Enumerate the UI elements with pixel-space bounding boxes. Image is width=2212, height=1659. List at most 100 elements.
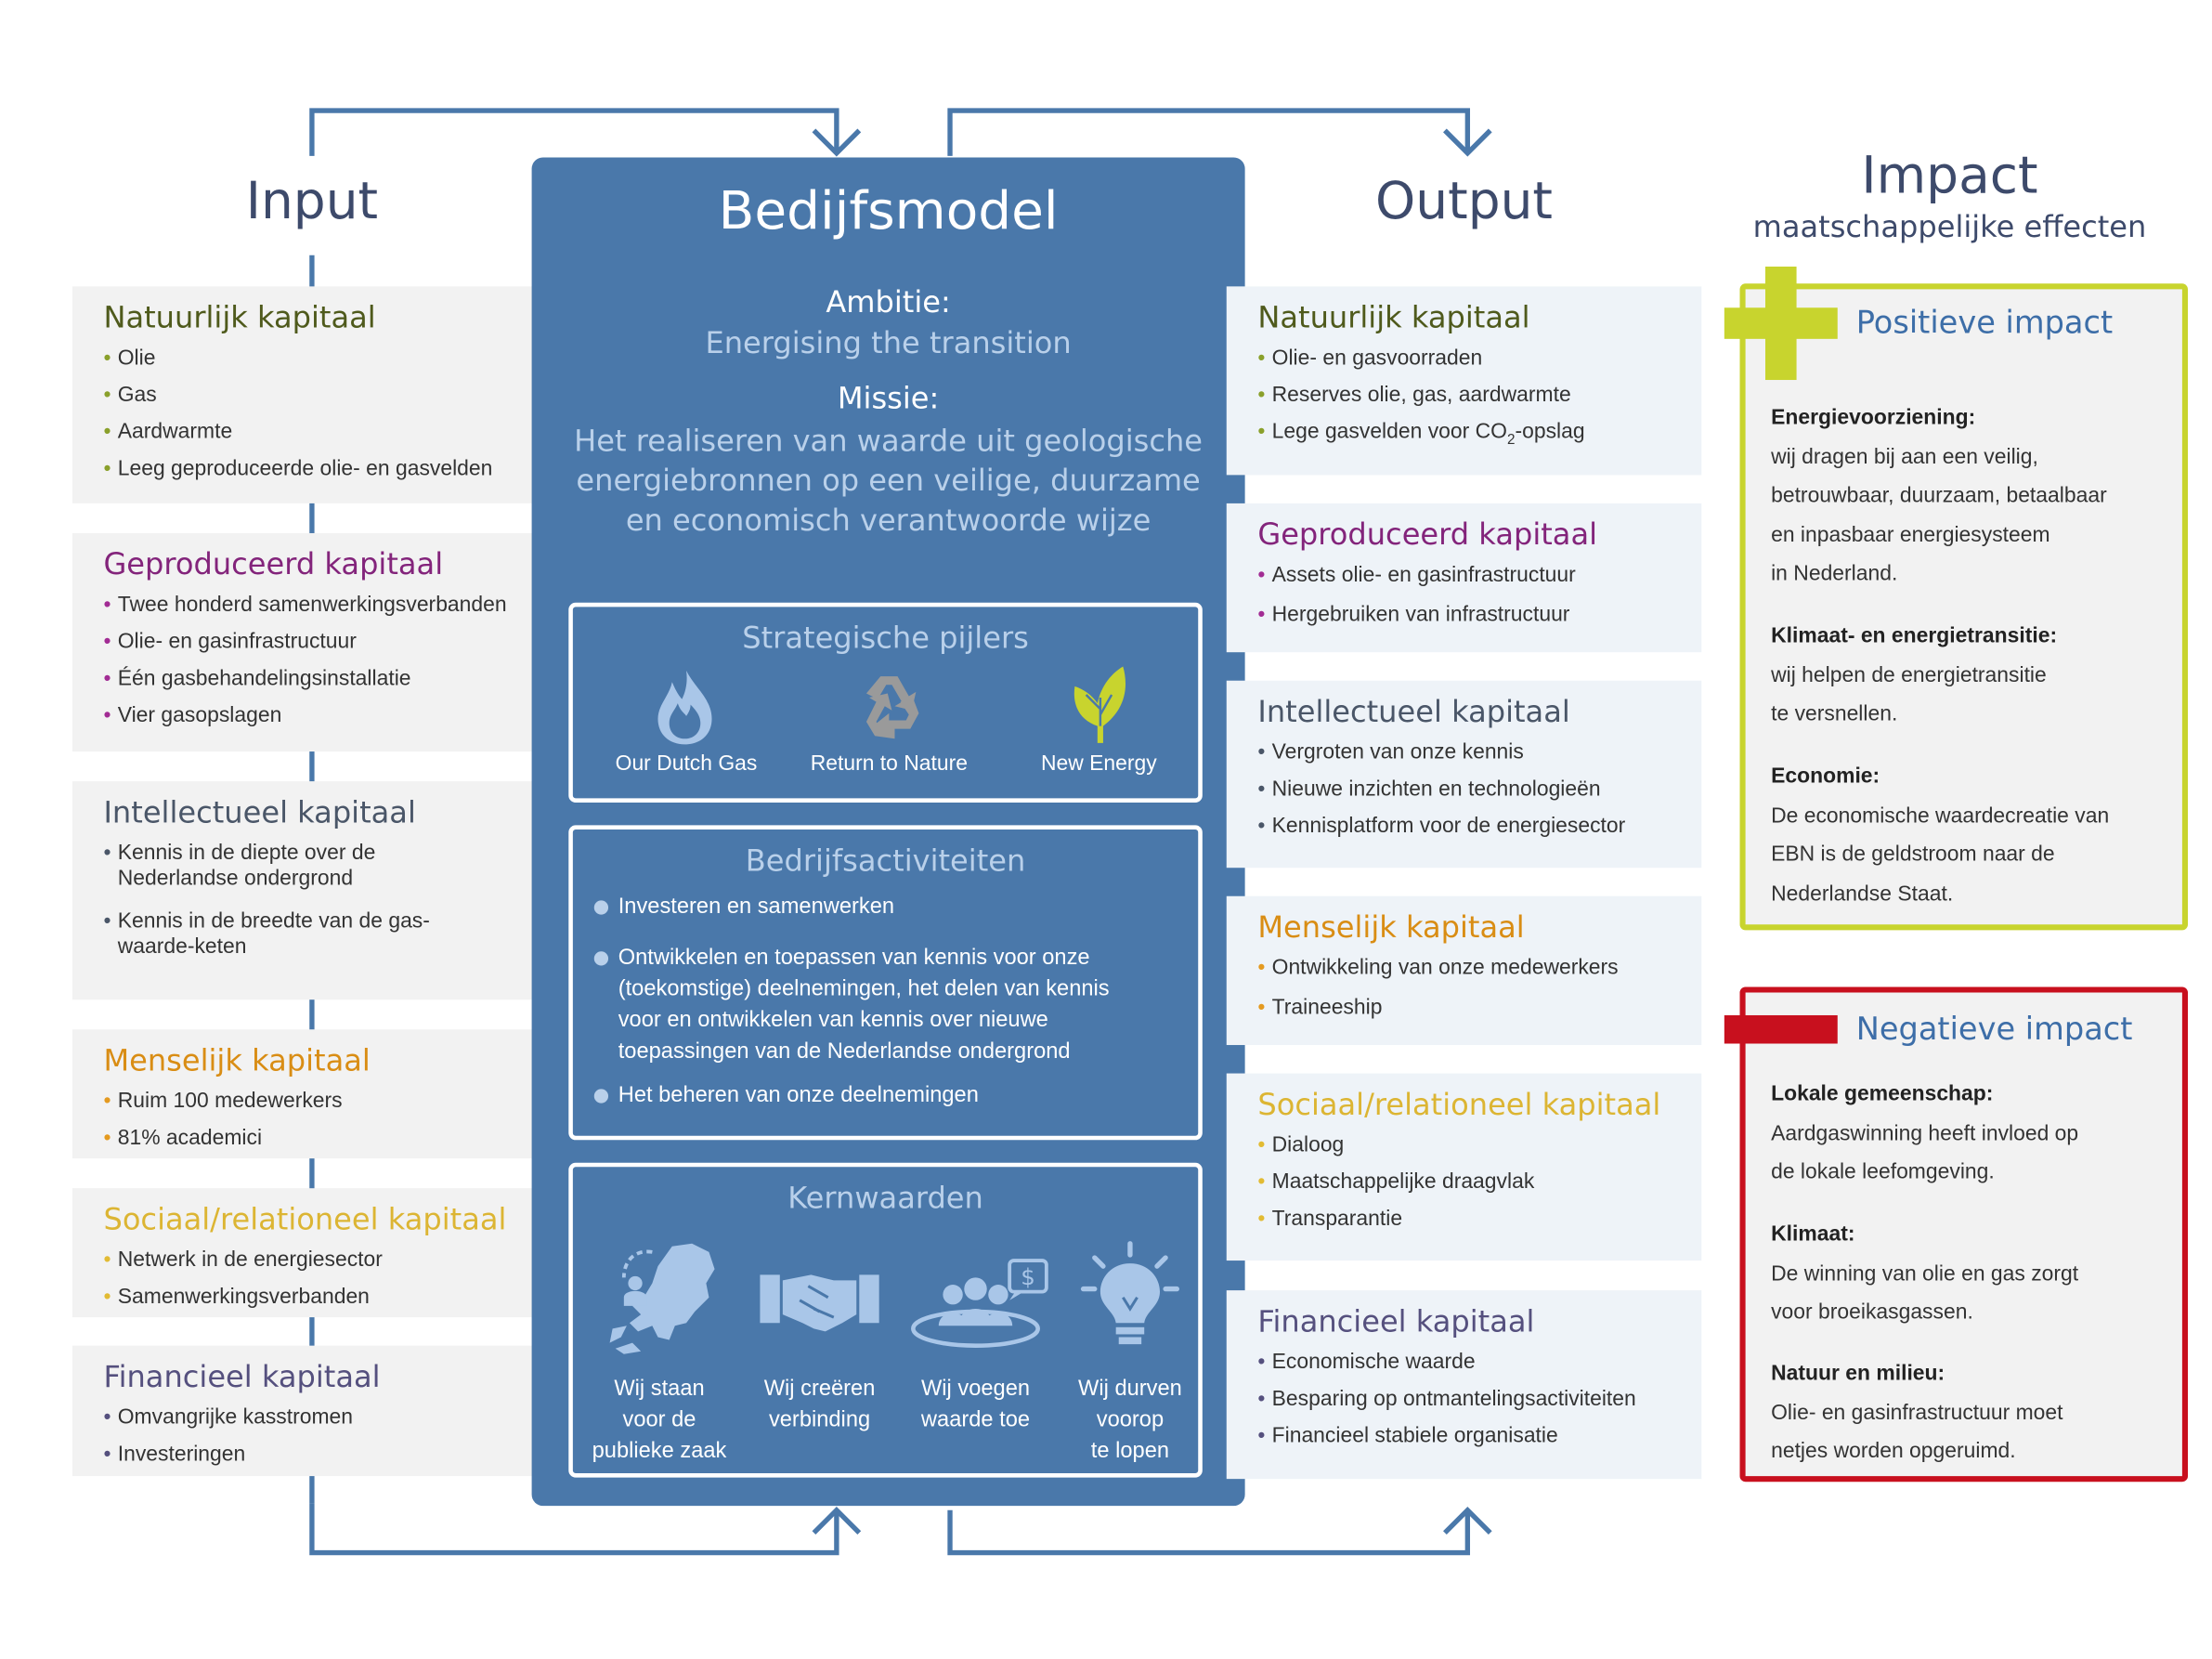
impact-section: Energievoorziening: wij dragen bij aan e… xyxy=(1771,398,2182,594)
impact-section: Economie: De economische waardecreatie v… xyxy=(1771,757,2182,913)
value-label: Wij durven voorop te lopen xyxy=(1052,1374,1208,1468)
output-title: Output xyxy=(1375,173,1554,231)
handshake-icon xyxy=(760,1274,879,1332)
list-item: Traineeship xyxy=(1257,996,1701,1021)
impact-heading: Klimaat- en energietransitie: xyxy=(1771,623,2058,648)
card-title: Geproduceerd kapitaal xyxy=(1257,517,1598,552)
impact-section: Natuur en milieu: Olie- en gasinfrastruc… xyxy=(1771,1354,2182,1471)
list-item: Kennis in de breedte van de gas-waarde-k… xyxy=(103,908,436,960)
card-title: Intellectueel kapitaal xyxy=(103,795,416,830)
value-label: Wij staan voor de publieke zaak xyxy=(573,1374,746,1468)
impact-line: de lokale leefomgeving. xyxy=(1771,1159,1995,1184)
activity-item: Ontwikkelen en toepassen van kennis voor… xyxy=(593,943,1186,1067)
card-title: Sociaal/relationeel kapitaal xyxy=(103,1202,507,1237)
input-menselijk-card: Menselijk kapitaal Ruim 100 medewerkers … xyxy=(72,1029,548,1159)
output-sociaal-card: Sociaal/relationeel kapitaal Dialoog Maa… xyxy=(1226,1073,1702,1261)
impact-heading: Klimaat: xyxy=(1771,1221,1855,1247)
card-title: Financieel kapitaal xyxy=(1257,1304,1535,1339)
missie-line: en economisch verantwoorde wijze xyxy=(625,503,1152,538)
bullet-dot xyxy=(593,900,609,915)
list-item: Maatschappelijke draagvlak xyxy=(1257,1169,1701,1195)
list-item: 81% academici xyxy=(103,1126,547,1151)
minus-icon xyxy=(1724,1014,1838,1044)
card-list: Olie Gas Aardwarmte Leeg geproduceerde o… xyxy=(103,346,547,482)
impact-line: in Nederland. xyxy=(1771,561,1898,586)
pillar-label: Our Dutch Gas xyxy=(615,751,758,776)
value-line: te lopen xyxy=(1090,1439,1170,1464)
bullet-dot xyxy=(593,951,609,966)
arrowhead-down-1 xyxy=(812,128,862,157)
impact-line: netjes worden opgeruimd. xyxy=(1771,1439,2016,1464)
card-title: Financieel kapitaal xyxy=(103,1359,381,1394)
impact-heading: Lokale gemeenschap: xyxy=(1771,1081,1994,1106)
card-list: Ontwikkeling van onze medewerkers Traine… xyxy=(1257,956,1701,1021)
activity-line: voor en ontwikkelen van kennis over nieu… xyxy=(618,1008,1048,1033)
list-item: Aardwarmte xyxy=(103,420,547,445)
pillar-label: Return to Nature xyxy=(810,751,969,776)
list-item: Leeg geproduceerde olie- en gasvelden xyxy=(103,457,547,482)
card-list: Twee honderd samenwerkingsverbanden Olie… xyxy=(103,593,547,729)
input-natuurlijk-card: Natuurlijk kapitaal Olie Gas Aardwarmte … xyxy=(72,286,548,503)
plus-icon xyxy=(1724,266,1838,381)
list-item: Olie xyxy=(103,346,547,371)
missie-line: Het realiseren van waarde uit geologisch… xyxy=(574,424,1204,459)
activity-item: Investeren en samenwerken xyxy=(593,892,1186,923)
impact-subtitle: maatschappelijke effecten xyxy=(1752,209,2147,244)
input-top-connector xyxy=(309,108,839,156)
list-item: Vergroten van onze kennis xyxy=(1257,740,1701,765)
card-list: Dialoog Maatschappelijke draagvlak Trans… xyxy=(1257,1133,1701,1233)
value-line: verbinding xyxy=(768,1407,871,1432)
input-title: Input xyxy=(170,173,454,231)
card-list: Omvangrijke kasstromen Investeringen xyxy=(103,1405,547,1468)
core-values-box: Kernwaarden Wij staan voor de publieke z… xyxy=(568,1162,1203,1478)
card-title: Geproduceerd kapitaal xyxy=(103,547,444,581)
card-title: Natuurlijk kapitaal xyxy=(103,300,376,335)
missie-label: Missie: xyxy=(837,381,940,416)
ambitie-text: Energising the transition xyxy=(705,326,1072,360)
list-item: Besparing op ontmantelingsactiviteiten xyxy=(1257,1387,1701,1412)
activity-line: Investeren en samenwerken xyxy=(618,895,895,920)
value-line: publieke zaak xyxy=(592,1439,727,1464)
impact-section: Klimaat: De winning van olie en gas zorg… xyxy=(1771,1215,2182,1332)
business-model-panel: Bedijfsmodel Ambitie: Energising the tra… xyxy=(531,157,1245,1507)
bullet-dot xyxy=(593,1089,609,1104)
list-item: Investeringen xyxy=(103,1442,547,1467)
negative-impact-box: Negatieve impact Lokale gemeenschap: Aar… xyxy=(1739,986,2189,1483)
strategic-pillars-box: Strategische pijlers Our Dutch Gas Retur… xyxy=(568,602,1203,803)
value-label: Wij creëren verbinding xyxy=(740,1374,899,1436)
list-item: Kennisplatform voor de energiesector xyxy=(1257,814,1701,839)
card-list: Assets olie- en gasinfrastructuur Hergeb… xyxy=(1257,563,1701,628)
impact-line: Nederlandse Staat. xyxy=(1771,881,1954,906)
list-item: Één gasbehandelingsinstallatie xyxy=(103,666,547,691)
impact-title: Impact xyxy=(1861,147,2038,206)
card-list: Olie- en gasvoorraden Reserves olie, gas… xyxy=(1257,346,1701,453)
list-item: Dialoog xyxy=(1257,1133,1701,1158)
co2-text: -opslag xyxy=(1515,419,1585,444)
list-item: Netwerk in de energiesector xyxy=(103,1248,547,1273)
list-item: Olie- en gasvoorraden xyxy=(1257,346,1701,371)
list-item: Twee honderd samenwerkingsverbanden xyxy=(103,593,547,618)
impact-heading: Economie: xyxy=(1771,764,1880,789)
output-natuurlijk-card: Natuurlijk kapitaal Olie- en gasvoorrade… xyxy=(1226,286,1702,476)
business-activities-box: Bedrijfsactiviteiten Investeren en samen… xyxy=(568,825,1203,1141)
card-title: Intellectueel kapitaal xyxy=(1257,694,1570,729)
recycle-icon xyxy=(865,676,919,739)
activity-line: Ontwikkelen en toepassen van kennis voor… xyxy=(618,946,1090,971)
value-line: waarde toe xyxy=(920,1407,1031,1432)
list-item: Samenwerkingsverbanden xyxy=(103,1285,547,1310)
list-item: Hergebruiken van infrastructuur xyxy=(1257,603,1701,628)
co2-text: Lege gasvelden voor CO xyxy=(1271,419,1507,444)
input-financieel-card: Financieel kapitaal Omvangrijke kasstrom… xyxy=(72,1345,548,1477)
card-title: Sociaal/relationeel kapitaal xyxy=(1257,1087,1661,1122)
output-financieel-card: Financieel kapitaal Economische waarde B… xyxy=(1226,1290,1702,1480)
people-value-icon: $ xyxy=(911,1259,1048,1348)
impact-line: en inpasbaar energiesysteem xyxy=(1771,522,2050,547)
list-item: Assets olie- en gasinfrastructuur xyxy=(1257,563,1701,588)
co2-subscript: 2 xyxy=(1506,432,1516,449)
leaf-icon xyxy=(1073,666,1126,743)
activity-line: Het beheren van onze deelnemingen xyxy=(618,1083,979,1108)
impact-heading: Energievoorziening: xyxy=(1771,405,1976,430)
card-title: Natuurlijk kapitaal xyxy=(1257,300,1530,335)
input-sociaal-card: Sociaal/relationeel kapitaal Netwerk in … xyxy=(72,1188,548,1318)
value-line: voorop xyxy=(1096,1407,1165,1432)
